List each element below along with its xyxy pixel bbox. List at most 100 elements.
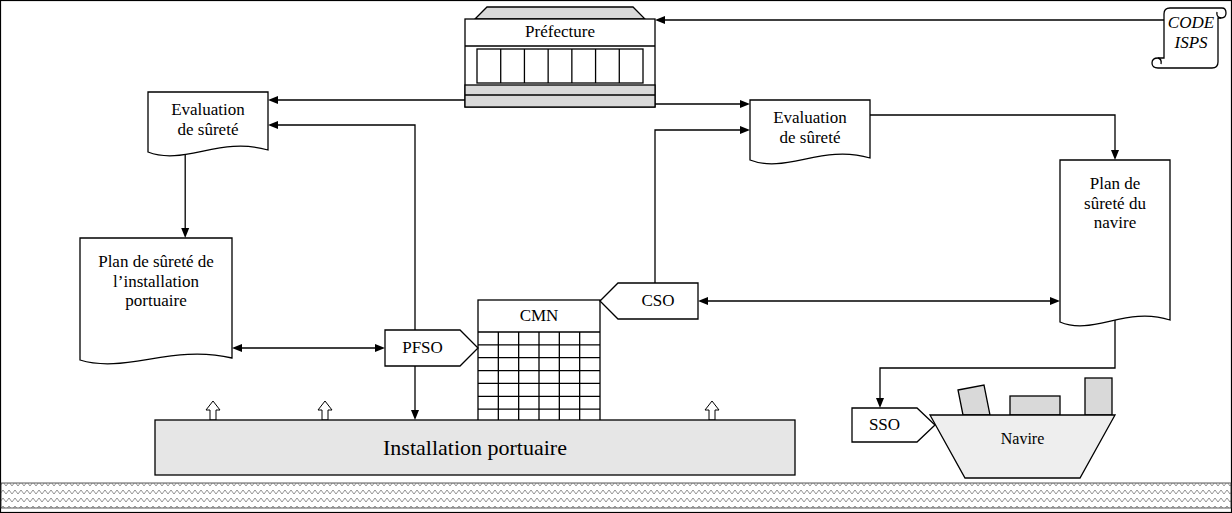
building-outline <box>478 300 600 422</box>
column-line <box>524 49 525 83</box>
tag-outline <box>600 283 698 319</box>
prefecture-building-outline <box>465 5 655 107</box>
document-outline <box>1060 160 1170 326</box>
connector-line <box>655 103 741 104</box>
node-label: CSO <box>641 291 674 311</box>
officer-tag: PFSO <box>385 330 478 366</box>
column-line <box>571 49 572 83</box>
document-box: Evaluation de sûreté <box>148 92 268 160</box>
grid-line <box>478 344 600 345</box>
document-box: Plan de sûreté du navire <box>1060 160 1170 330</box>
connector-line <box>707 300 1051 301</box>
connector-line <box>880 320 1115 399</box>
grid-line <box>478 357 600 358</box>
connector-arrow <box>698 297 1060 305</box>
grid-line <box>478 408 600 409</box>
connector-line <box>414 366 415 411</box>
column-line <box>595 49 596 83</box>
tag-outline <box>385 330 478 366</box>
node-label: Evaluation de sûreté <box>165 100 251 139</box>
arrow-head <box>232 344 242 352</box>
arrow-head <box>268 96 278 104</box>
node-label: Plan de sûreté du navire <box>1076 174 1154 233</box>
ship-bridge <box>1085 378 1112 415</box>
arrow-head <box>740 100 750 108</box>
tag-outline <box>852 408 935 442</box>
officer-tag: CSO <box>600 283 698 319</box>
arrow-head <box>1050 297 1060 305</box>
grid-line <box>478 396 600 397</box>
arrow-head <box>268 121 278 129</box>
node-label: Evaluation de sûreté <box>767 108 853 147</box>
arrow-head <box>655 16 665 24</box>
node-label: PFSO <box>402 338 443 358</box>
building-line <box>465 45 655 46</box>
ship-illustration: Navire <box>930 378 1120 478</box>
arrow-head <box>181 228 189 238</box>
connector-arrow <box>655 100 750 108</box>
node-label: Plan de sûreté de l’installation portuai… <box>97 252 215 311</box>
connector-arrow <box>268 121 415 330</box>
building-body <box>465 19 655 107</box>
connector-arrow <box>655 16 1164 24</box>
roof-shape <box>475 7 645 19</box>
node-label: Préfecture <box>525 20 595 44</box>
band-outline <box>155 420 795 475</box>
grid-line <box>478 383 600 384</box>
up-arrow-symbol <box>318 401 332 420</box>
scroll-outline <box>1152 8 1226 68</box>
column-band <box>477 49 643 83</box>
node-label: CODE ISPS <box>1164 13 1218 54</box>
arrow-head <box>375 344 385 352</box>
connector-line <box>664 19 1164 20</box>
document-outline <box>750 100 870 164</box>
connector-line <box>277 99 465 100</box>
ship-hull <box>930 415 1115 478</box>
arrow-head <box>876 398 884 408</box>
connector-arrow <box>411 366 419 420</box>
arrow-head <box>698 297 708 305</box>
officer-tag: SSO <box>852 408 935 442</box>
document-box: Evaluation de sûreté <box>750 100 870 168</box>
document-outline <box>80 238 232 364</box>
document-box: Plan de sûreté de l’installation portuai… <box>80 238 232 368</box>
connector-arrow <box>232 344 385 352</box>
node-label: Navire <box>1001 430 1045 448</box>
building-base <box>465 85 655 107</box>
connector-line <box>870 115 1115 151</box>
connector-line <box>655 130 741 283</box>
document-outline <box>148 92 268 156</box>
connector-line <box>185 154 186 229</box>
column-line <box>619 49 620 83</box>
arrow-head <box>740 126 750 134</box>
column-line <box>500 49 501 83</box>
base-line <box>465 94 655 95</box>
ship-funnel <box>958 385 990 415</box>
node-label: CMN <box>520 305 559 327</box>
cmn-building: CMN <box>478 300 600 422</box>
connector-arrow <box>870 115 1119 160</box>
port-facility-band: Installation portuaire <box>155 420 795 475</box>
connector-line <box>277 125 415 330</box>
node-label: Installation portuaire <box>383 435 567 460</box>
scroll-curl <box>1217 12 1221 18</box>
connector-line <box>241 347 376 348</box>
connector-arrow <box>181 154 189 238</box>
up-arrow-symbol <box>206 401 220 420</box>
arrow-head <box>1111 150 1119 160</box>
up-arrow-symbol <box>705 401 719 420</box>
prefecture-building: Préfecture <box>465 5 655 107</box>
ship-cabin <box>1010 396 1060 415</box>
arrow-head <box>411 410 419 420</box>
column-line <box>547 49 548 83</box>
scroll-curl <box>1158 58 1161 64</box>
grid-line <box>478 370 600 371</box>
code-scroll: CODE ISPS <box>1150 4 1228 72</box>
connector-arrow <box>268 96 465 104</box>
node-label: SSO <box>869 415 900 435</box>
ship-illustration-outline <box>930 378 1120 478</box>
connector-arrow <box>876 320 1115 408</box>
water-strip <box>1 483 1231 508</box>
